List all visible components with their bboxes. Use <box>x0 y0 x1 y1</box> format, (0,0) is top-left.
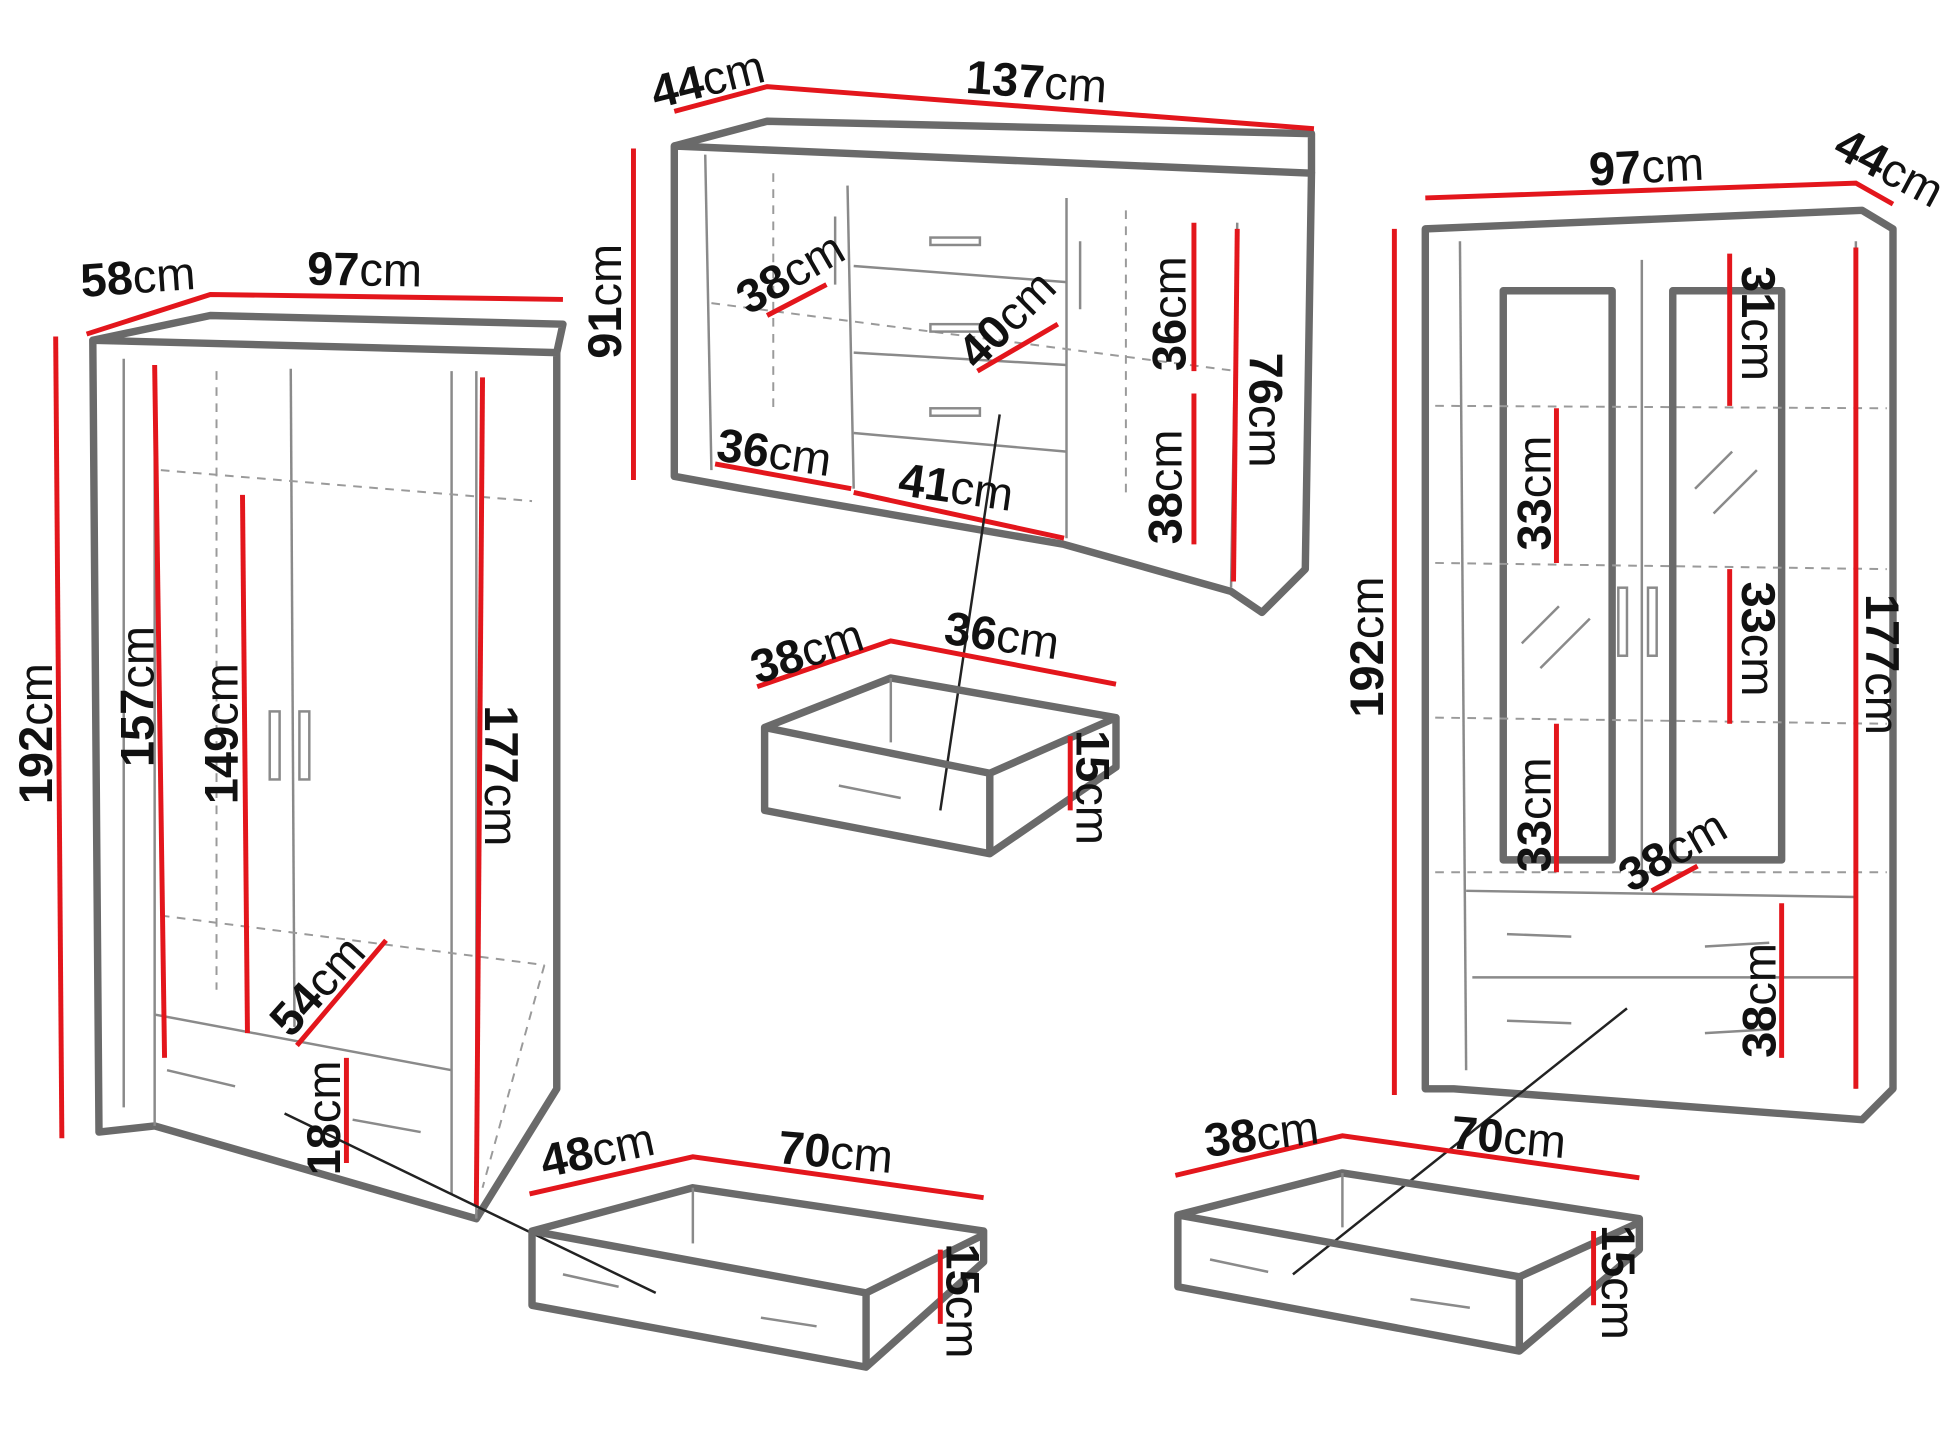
sideboard-bottom-middle-width-label: 41cm <box>896 452 1017 520</box>
vitrine-drawer-height-label: 15cm <box>1592 1225 1645 1340</box>
sideboard-bottom-left-width-label: 36cm <box>714 418 835 486</box>
wardrobe-drawer-drawing <box>528 1154 988 1371</box>
wardrobe-front-height-label: 177cm <box>475 705 528 846</box>
vitrine-front-height-label: 177cm <box>1856 594 1909 735</box>
sideboard-shelf-depth-label: 38cm <box>727 221 853 324</box>
sideboard-lower-compartment-label: 38cm <box>1139 429 1192 544</box>
wardrobe-width-label: 97cm <box>307 242 423 297</box>
vitrine-shelf-left-upper-label: 33cm <box>1507 436 1560 551</box>
wardrobe-depth-label: 58cm <box>79 246 197 307</box>
wardrobe-drawing <box>53 291 657 1295</box>
sideboard-drawer-width-label: 36cm <box>941 601 1062 669</box>
vitrine-drawer-depth-label: 38cm <box>1201 1100 1322 1167</box>
sideboard-upper-compartment-label: 36cm <box>1142 256 1195 371</box>
vitrine-shelf-right-middle-label: 33cm <box>1732 582 1785 697</box>
sideboard-drawer-drawing <box>756 638 1120 858</box>
sideboard-front-height-label: 76cm <box>1240 353 1293 468</box>
sideboard-depth-label: 44cm <box>645 39 769 118</box>
sideboard-drawer-height-label: 15cm <box>1066 730 1119 845</box>
vitrine-depth-label: 44cm <box>1826 117 1940 218</box>
wardrobe-inner-height-label: 157cm <box>110 626 163 767</box>
sideboard-width-label: 137cm <box>964 50 1108 113</box>
wardrobe-drawer-width-label: 70cm <box>776 1120 895 1183</box>
vitrine-width-label: 97cm <box>1588 137 1706 196</box>
wardrobe-drawer-height-label: 15cm <box>936 1243 989 1358</box>
wardrobe-drawer-height-label: 18cm <box>297 1060 350 1175</box>
vitrine-drawer-drawing <box>1174 1133 1644 1355</box>
vitrine-top-shelf-label: 31cm <box>1732 266 1785 381</box>
vitrine-drawing <box>1292 180 1897 1276</box>
wardrobe-hanging-height-label: 149cm <box>195 663 248 804</box>
wardrobe-inner-depth-label: 54cm <box>259 925 375 1046</box>
sideboard-height-label: 91cm <box>578 244 631 359</box>
dimension-labels: 58cm 97cm 192cm 157cm 149cm 177cm 54cm 1… <box>9 39 1940 1358</box>
wardrobe-height-label: 192cm <box>9 663 62 804</box>
vitrine-drawer-section-label: 38cm <box>1732 943 1785 1058</box>
sideboard-drawer-depth-label: 38cm <box>744 608 870 694</box>
wardrobe-drawer-depth-label: 48cm <box>535 1112 658 1188</box>
vitrine-drawer-width-label: 70cm <box>1449 1105 1568 1168</box>
sideboard-drawing <box>630 84 1316 811</box>
vitrine-shelf-left-lower-label: 33cm <box>1507 757 1560 872</box>
vitrine-height-label: 192cm <box>1340 577 1393 718</box>
